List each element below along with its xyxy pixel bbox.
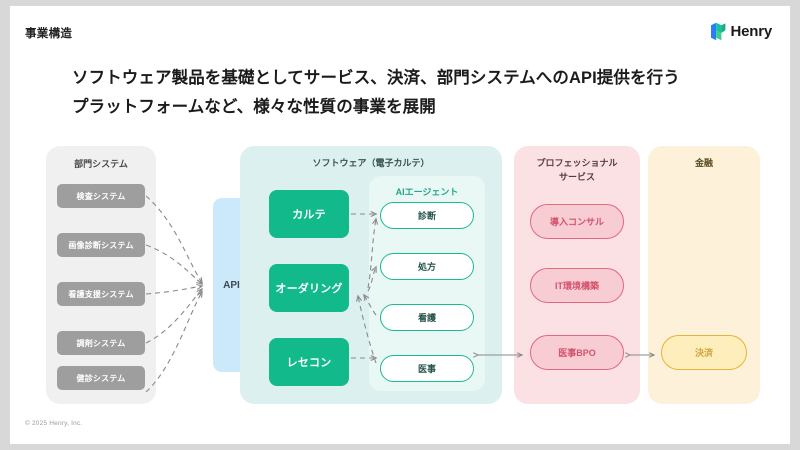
dept-item-pharmacy[interactable]: 調剤システム <box>57 331 145 355</box>
ai-agent-diagnosis[interactable]: 診断 <box>380 202 474 229</box>
panel-professional-services: プロフェッショナル サービス 導入コンサル IT環境構築 医事BPO <box>514 146 640 404</box>
page-title: 事業構造 <box>25 28 73 40</box>
brand-logo: Henry <box>711 22 772 41</box>
panel-software: ソフトウェア（電子カルテ） カルテ オーダリング レセコン AIエージェント 診… <box>240 146 502 404</box>
pro-item-consulting[interactable]: 導入コンサル <box>530 204 624 239</box>
finance-item-payment[interactable]: 決済 <box>661 335 747 370</box>
business-structure-diagram: 部門システム 検査システム 画像診断システム 看護支援システム 調剤システム 健… <box>10 6 790 444</box>
dept-item-nursing[interactable]: 看護支援システム <box>57 282 145 306</box>
panel-finance-title: 金融 <box>694 158 713 168</box>
footer-copyright: © 2025 Henry, Inc. <box>25 420 83 427</box>
panel-professional-services-title: プロフェッショナル サービス <box>514 157 640 184</box>
dept-item-inspection[interactable]: 検査システム <box>57 184 145 208</box>
dept-item-imaging[interactable]: 画像診断システム <box>57 233 145 257</box>
henry-logo-mark-icon <box>711 22 726 41</box>
ai-agent-prescription[interactable]: 処方 <box>380 253 474 280</box>
panel-professional-title-line-1: プロフェッショナル <box>536 158 618 168</box>
panel-professional-title-line-2: サービス <box>558 171 595 182</box>
panel-finance: 金融 決済 <box>648 146 760 404</box>
panel-software-title: ソフトウェア（電子カルテ） <box>312 158 430 168</box>
pro-item-it-setup[interactable]: IT環境構築 <box>530 268 624 303</box>
software-item-karte[interactable]: カルテ <box>269 190 349 238</box>
headline-line-1: ソフトウェア製品を基礎としてサービス、決済、部門システムへのAPI提供を行う <box>72 69 680 87</box>
panel-ai-agent: AIエージェント 診断 処方 看護 医事 <box>369 176 485 391</box>
headline-line-2: プラットフォームなど、様々な性質の事業を展開 <box>72 97 436 116</box>
headline: ソフトウェア製品を基礎としてサービス、決済、部門システムへのAPI提供を行う プ… <box>72 64 742 122</box>
panel-department-systems: 部門システム 検査システム 画像診断システム 看護支援システム 調剤システム 健… <box>46 146 156 404</box>
slide-canvas: 事業構造 Henry ソフトウェア製品を基礎としてサービス、決済、部門システムへ… <box>10 6 790 444</box>
software-item-rezecon[interactable]: レセコン <box>269 338 349 386</box>
pro-item-medical-bpo[interactable]: 医事BPO <box>530 335 624 370</box>
ai-agent-nursing[interactable]: 看護 <box>380 304 474 331</box>
ai-agent-medical-affairs[interactable]: 医事 <box>380 355 474 382</box>
panel-ai-agent-title: AIエージェント <box>395 187 459 197</box>
software-item-ordering[interactable]: オーダリング <box>269 264 349 312</box>
dept-item-checkup[interactable]: 健診システム <box>57 366 145 390</box>
panel-department-systems-title: 部門システム <box>74 159 128 169</box>
brand-logo-text: Henry <box>730 23 772 40</box>
